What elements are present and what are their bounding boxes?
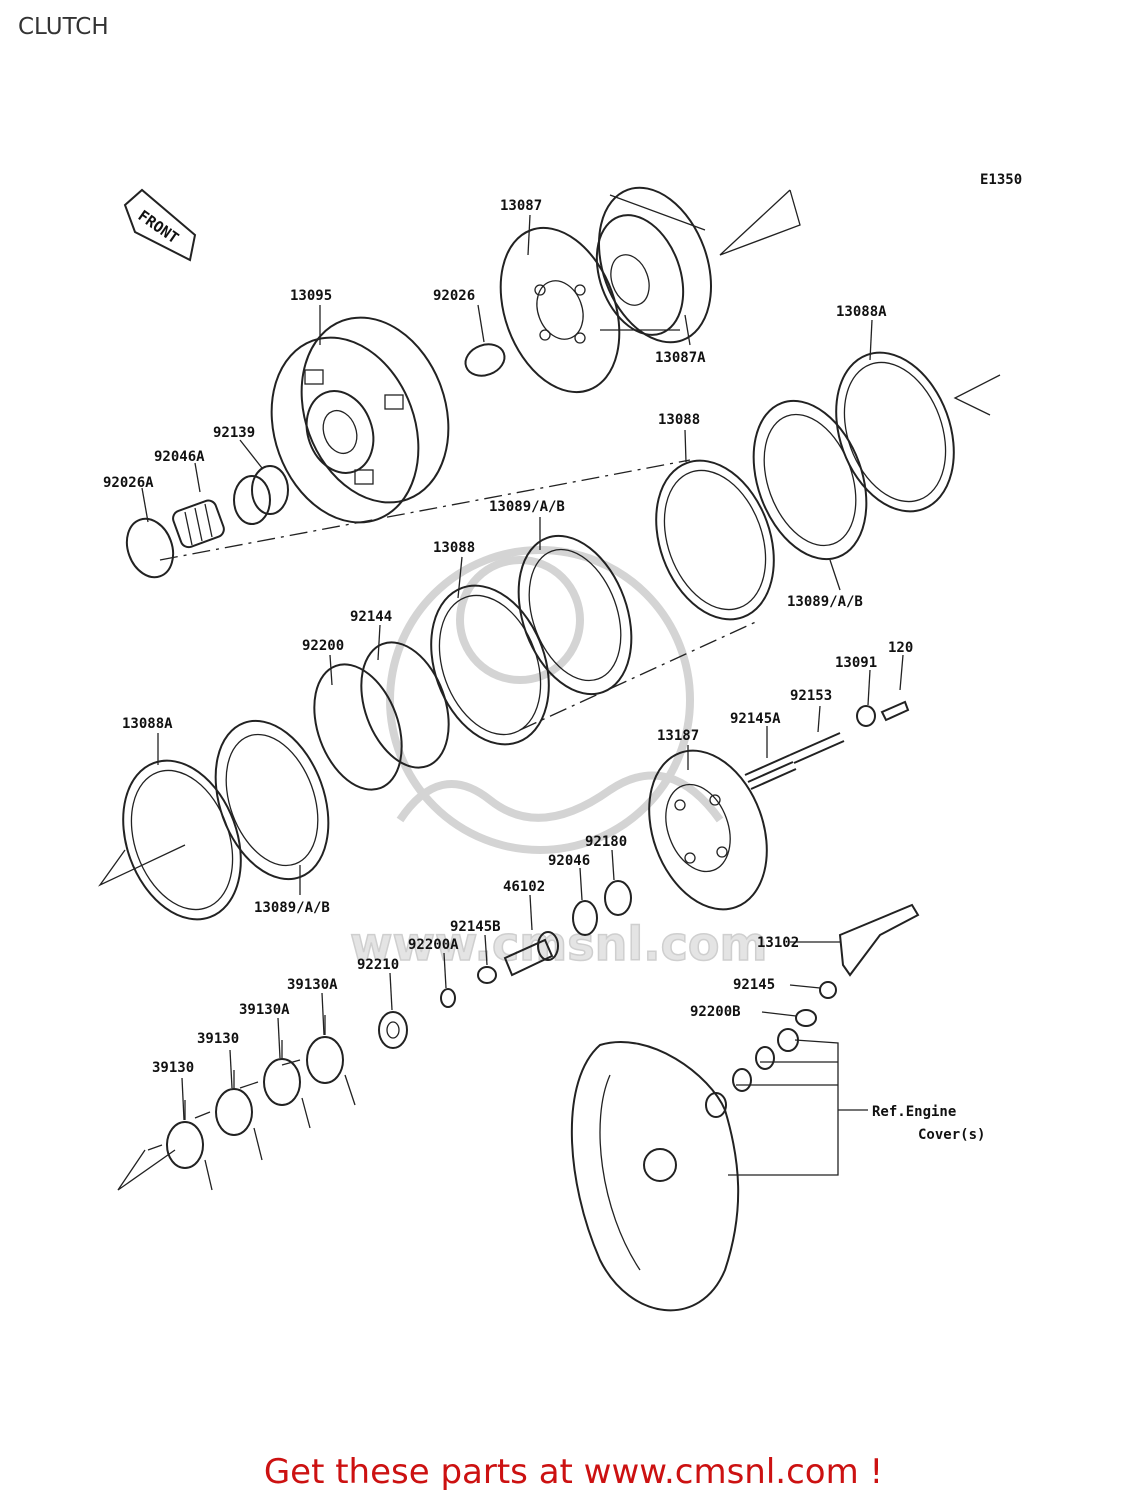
lever-13102 — [838, 903, 920, 977]
label-92145A: 92145A — [730, 711, 781, 727]
ring-92200 — [313, 663, 403, 791]
label-120: 120 — [888, 640, 913, 656]
label-13087A: 13087A — [655, 350, 706, 366]
friction-plate-13088-top — [655, 459, 775, 621]
page-title: CLUTCH — [18, 14, 109, 40]
label-13091: 13091 — [835, 655, 877, 671]
bolt-92153 — [789, 732, 845, 764]
washer-92026A — [125, 517, 175, 579]
label-13187: 13187 — [657, 728, 699, 744]
washer-92200B — [795, 1009, 817, 1027]
clutch-exploded-diagram: www.cmsnl.com E1350 FRONT — [98, 172, 1022, 1312]
engine-cover — [570, 1028, 799, 1312]
label-13088-top: 13088 — [658, 412, 700, 428]
washer-92026 — [464, 343, 506, 377]
steel-plate-13089-mid — [517, 534, 633, 696]
bolt-120 — [880, 700, 910, 722]
label-13102: 13102 — [757, 935, 799, 951]
pressure-plate — [499, 226, 621, 394]
bearing-92046 — [572, 900, 598, 936]
needle-bearing-92046A — [172, 499, 225, 549]
label-92144: 92144 — [350, 609, 392, 625]
label-92200: 92200 — [302, 638, 344, 654]
label-92200A: 92200A — [408, 937, 459, 953]
clutch-hub — [595, 186, 713, 344]
collar-92139 — [233, 465, 289, 525]
footer-promo-link[interactable]: Get these parts at www.cmsnl.com ! — [263, 1452, 884, 1492]
lifter-plate-13187 — [648, 749, 768, 911]
steel-plate-13089-right — [752, 399, 868, 561]
label-13089-mid: 13089/A/B — [489, 499, 565, 515]
label-46102: 46102 — [503, 879, 545, 895]
label-92046A: 92046A — [154, 449, 205, 465]
ring-92144 — [360, 641, 450, 769]
label-13088-mid: 13088 — [433, 540, 475, 556]
label-39130-b: 39130 — [152, 1060, 194, 1076]
diagram-code: E1350 — [980, 172, 1022, 188]
spring-92145A — [744, 754, 797, 790]
label-92153: 92153 — [790, 688, 832, 704]
spring-92145B — [477, 966, 497, 984]
label-13095: 13095 — [290, 288, 332, 304]
friction-plate-13088A-left — [122, 759, 242, 921]
front-arrow-icon: FRONT — [123, 188, 197, 262]
spring-92145-lever — [819, 981, 837, 999]
label-13087: 13087 — [500, 198, 542, 214]
clutch-housing — [270, 316, 450, 524]
friction-plate-13088-mid — [430, 584, 550, 746]
label-ref-cover: Cover(s) — [918, 1127, 985, 1143]
circlip-92200A — [440, 988, 456, 1008]
steel-plate-13089-left — [214, 719, 330, 881]
label-92026: 92026 — [433, 288, 475, 304]
label-92139: 92139 — [213, 425, 255, 441]
label-92200B: 92200B — [690, 1004, 741, 1020]
washer-92180 — [604, 880, 632, 916]
ref-bracket — [728, 1039, 868, 1176]
label-92046: 92046 — [548, 853, 590, 869]
friction-plate-13088A-top — [835, 351, 955, 513]
bearing-92210 — [378, 1011, 408, 1049]
leader-lines — [141, 214, 904, 1121]
front-label: FRONT — [135, 207, 182, 248]
push-rod-46102 — [503, 931, 559, 977]
label-39130A-a: 39130A — [287, 977, 338, 993]
label-92180: 92180 — [585, 834, 627, 850]
label-92145B: 92145B — [450, 919, 501, 935]
label-92145: 92145 — [733, 977, 775, 993]
label-13089-left: 13089/A/B — [254, 900, 330, 916]
label-39130A-b: 39130A — [239, 1002, 290, 1018]
label-ref-engine: Ref.Engine — [872, 1104, 956, 1120]
label-92210: 92210 — [357, 957, 399, 973]
cam-plates-39130 — [147, 1015, 356, 1191]
label-13089-right: 13089/A/B — [787, 594, 863, 610]
label-39130-a: 39130 — [197, 1031, 239, 1047]
label-13088A-top: 13088A — [836, 304, 887, 320]
label-92026A: 92026A — [103, 475, 154, 491]
label-13088A-left: 13088A — [122, 716, 173, 732]
washer-13091 — [856, 705, 876, 727]
